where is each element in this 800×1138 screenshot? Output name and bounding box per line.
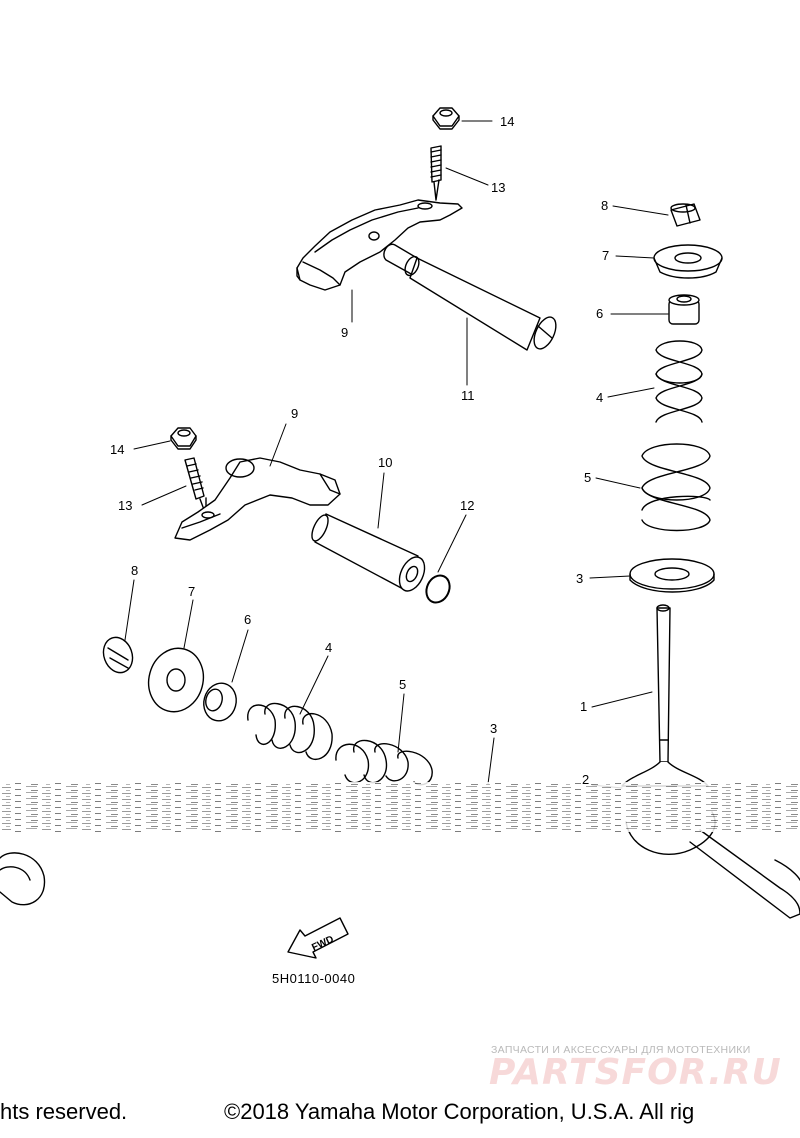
outer-spring-left (335, 739, 433, 786)
callout-10: 10 (378, 455, 392, 470)
callout-5-left: 5 (399, 677, 406, 692)
rocker-arm-lower (174, 457, 341, 541)
valve-cotter-right (670, 203, 701, 227)
inner-spring-left (247, 702, 333, 761)
adjusting-screw-lower (184, 457, 207, 516)
callout-1: 1 (580, 699, 587, 714)
rocker-shaft-upper (383, 243, 557, 351)
callout-7-left: 7 (188, 584, 195, 599)
callout-4-right: 4 (596, 390, 603, 405)
spring-seat-left (203, 682, 237, 722)
callout-4-left: 4 (325, 640, 332, 655)
watermark-brand: PARTSFOR.RU (489, 1052, 782, 1093)
callout-3-right: 3 (576, 571, 583, 586)
footer-copyright: ©2018 Yamaha Motor Corporation, U.S.A. A… (224, 1099, 695, 1124)
diagram-code: 5H0110-0040 (272, 971, 356, 986)
callout-6-left: 6 (244, 612, 251, 627)
callout-8-right: 8 (601, 198, 608, 213)
outer-spring-right (641, 443, 711, 532)
spring-seat-right (668, 294, 700, 325)
nut-lower (170, 427, 197, 450)
rocker-arm-upper (296, 199, 463, 291)
footer-rights-fragment: hts reserved. (0, 1099, 128, 1124)
callout-5-right: 5 (584, 470, 591, 485)
callout-2: 2 (582, 772, 589, 787)
callout-3-left: 3 (490, 721, 497, 736)
fwd-arrow: FWD (287, 917, 349, 959)
callout-6-right: 6 (596, 306, 603, 321)
watermark-tagline: ЗАПЧАСТИ И АКСЕССУАРЫ ДЛЯ МОТОТЕХНИКИ (491, 1044, 751, 1056)
callout-8-left: 8 (131, 563, 138, 578)
nut-upper (432, 107, 460, 130)
callout-11: 11 (461, 388, 475, 403)
spring-seat-washer-right (629, 558, 715, 593)
callout-12: 12 (460, 498, 474, 513)
callout-13-lower: 13 (118, 498, 132, 513)
callout-14-upper: 14 (500, 114, 514, 129)
adjusting-screw-upper (430, 145, 442, 201)
callout-9-upper: 9 (341, 325, 348, 340)
o-ring (425, 574, 451, 604)
callout-9-lower: 9 (291, 406, 298, 421)
inner-spring-right (655, 340, 703, 423)
callout-7-right: 7 (602, 248, 609, 263)
spring-retainer-right (653, 244, 723, 279)
rocker-shaft-lower (311, 513, 426, 592)
valve-right (621, 604, 709, 787)
leader-lines (124, 120, 669, 789)
callout-numbers: 14 13 9 11 8 7 6 4 5 3 1 2 9 14 13 10 12… (110, 114, 609, 787)
spring-retainer-left (147, 647, 205, 713)
callout-14-lower: 14 (110, 442, 124, 457)
valve-cotter-left (102, 636, 134, 674)
bottom-left-part (0, 852, 46, 906)
callout-13-upper: 13 (491, 180, 505, 195)
scan-noise-band (0, 782, 800, 832)
